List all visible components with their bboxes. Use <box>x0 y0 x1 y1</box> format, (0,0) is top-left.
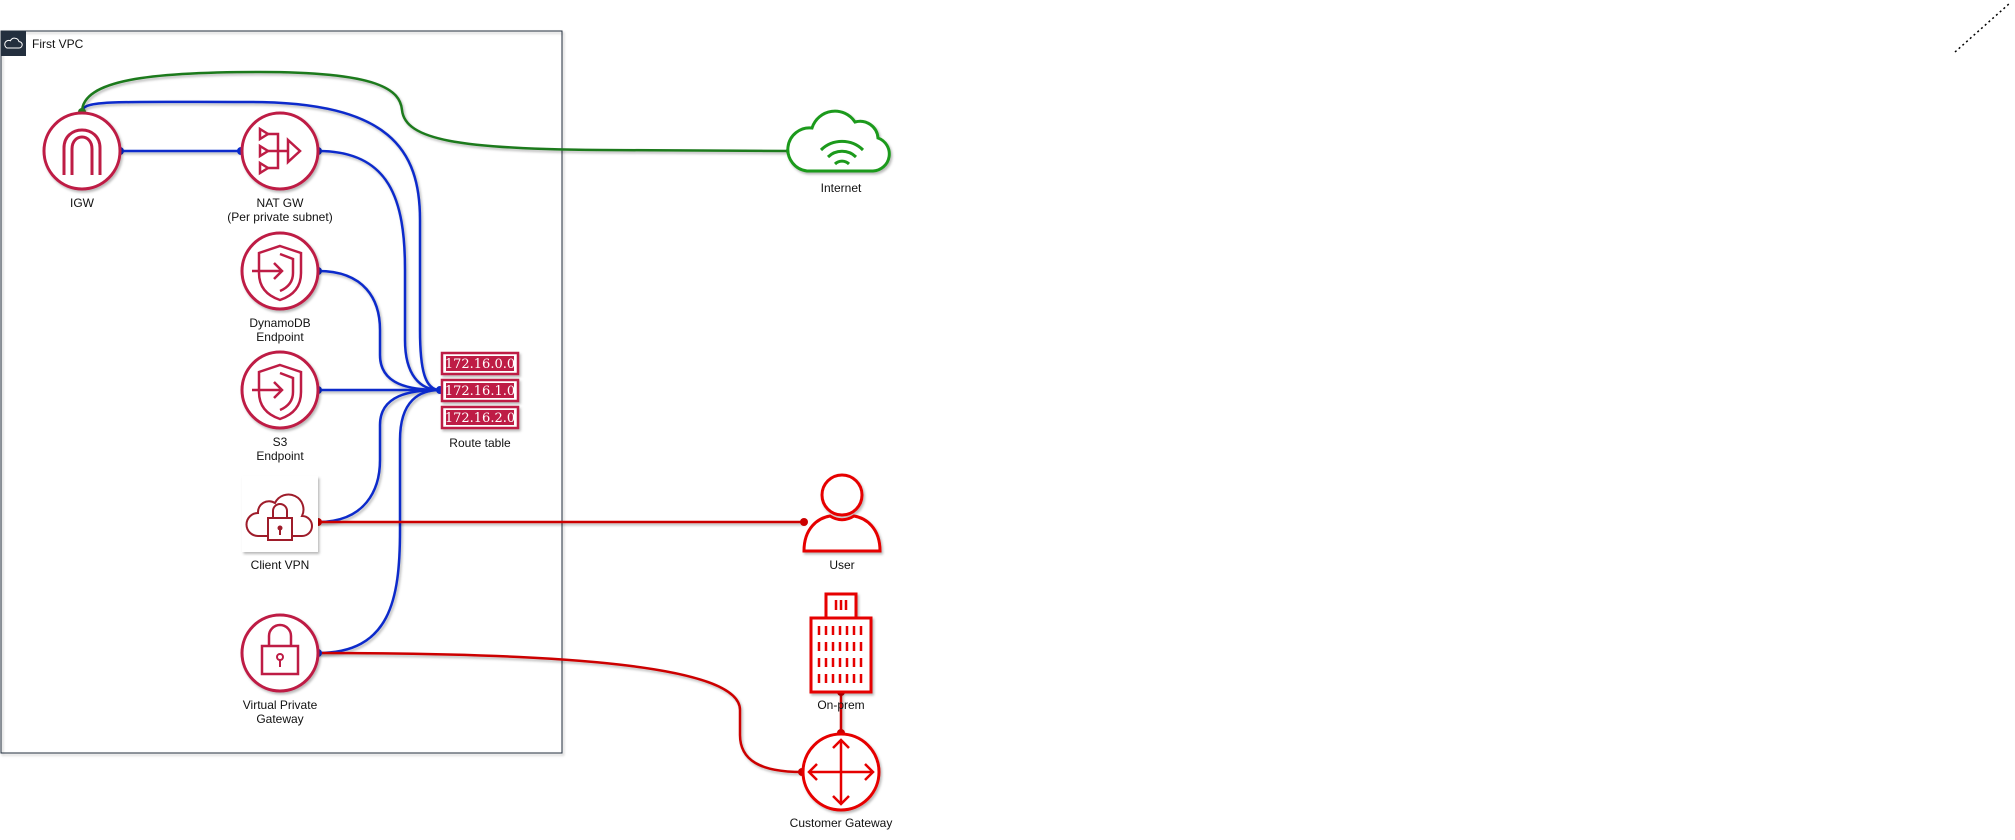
dynamodb-endpoint-label: DynamoDB Endpoint <box>249 316 311 344</box>
route-entry: 172.16.0.0 <box>445 357 515 372</box>
link-igw-routetable <box>80 100 441 392</box>
nat-gateway-label: NAT GW (Per private subnet) <box>227 196 333 224</box>
client-vpn-label: Client VPN <box>250 558 310 572</box>
virtual-private-gateway-label: Virtual Private Gateway <box>242 698 318 726</box>
virtual-private-gateway-icon[interactable] <box>240 613 320 693</box>
link-vpg-customergateway <box>317 651 803 774</box>
customer-gateway-icon[interactable] <box>801 732 881 812</box>
route-table-label: Route table <box>449 436 511 450</box>
link-vpg-routetable <box>317 388 441 655</box>
vpc-group[interactable] <box>0 30 563 754</box>
dotted-connector <box>1954 2 2011 53</box>
igw-label: IGW <box>70 196 94 210</box>
s3-endpoint-icon[interactable] <box>240 350 320 430</box>
link-dynamodb-routetable <box>317 269 441 392</box>
link-igw-internet <box>80 70 791 153</box>
onprem-building-icon[interactable] <box>809 592 873 694</box>
link-clientvpn-routetable <box>317 388 441 524</box>
route-entry: 172.16.1.0 <box>445 384 515 399</box>
dynamodb-endpoint-icon[interactable] <box>240 231 320 311</box>
customer-gateway-label: Customer Gateway <box>789 816 893 830</box>
internet-cloud-icon[interactable] <box>786 109 891 173</box>
client-vpn-icon[interactable] <box>242 476 318 552</box>
internet-label: Internet <box>820 181 862 195</box>
igw-icon[interactable] <box>42 111 122 191</box>
onprem-label: On-prem <box>817 698 865 712</box>
user-icon[interactable] <box>802 473 882 553</box>
route-table-icon[interactable]: 172.16.0.0 172.16.1.0 172.16.2.0 <box>440 351 520 430</box>
user-label: User <box>829 558 855 572</box>
s3-endpoint-label: S3 Endpoint <box>256 435 304 463</box>
vpc-title: First VPC <box>32 37 84 51</box>
nat-gateway-icon[interactable] <box>240 111 320 191</box>
link-nat-routetable <box>317 149 441 392</box>
route-entry: 172.16.2.0 <box>445 411 515 426</box>
